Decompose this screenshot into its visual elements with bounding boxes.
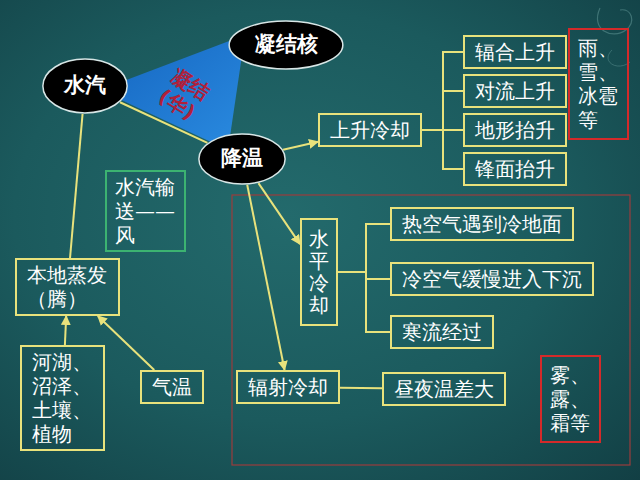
node-text: 辐射冷却 (248, 375, 328, 399)
process-box: 辐合上升 (463, 35, 567, 69)
process-box: 对流上升 (463, 74, 567, 108)
connector (98, 316, 154, 370)
node-text: 热空气遇到冷地面 (402, 212, 562, 236)
connector (283, 142, 318, 150)
connector (70, 114, 83, 258)
process-box: 地形抬升 (463, 113, 567, 147)
node-text: 辐合上升 (475, 40, 555, 64)
node-text: 锋面抬升 (475, 157, 555, 181)
ellipse-shape (43, 59, 127, 113)
node-text: 昼夜温差大 (394, 377, 494, 401)
node-text: 降温 (221, 146, 263, 171)
connector (422, 91, 463, 130)
connector (247, 185, 284, 370)
ellipse-shape (229, 21, 343, 69)
condition-box: 热空气遇到冷地面 (390, 207, 574, 241)
process-box: 锋面抬升 (463, 152, 567, 186)
process-box: 水平冷却 (300, 218, 338, 326)
connector (65, 316, 66, 345)
connector (340, 387, 382, 390)
concept-ellipse: 降温 (198, 133, 286, 185)
node-text: 地形抬升 (475, 118, 555, 142)
concept-ellipse: 水汽 (42, 58, 128, 114)
node-text: 水汽 (64, 73, 106, 98)
result-box: 雨、雪、冰雹等 (568, 28, 629, 140)
triangle-shape (100, 35, 245, 150)
condition-box: 昼夜温差大 (382, 372, 506, 406)
source-box: 河湖、沼泽、土壤、植物 (20, 345, 105, 451)
node-text: 寒流经过 (402, 320, 482, 344)
node-text: 水平冷却 (309, 228, 329, 316)
node-text: 冷空气缓慢进入下沉 (402, 267, 582, 291)
transport-box: 水汽输送——风 (105, 170, 186, 252)
node-text: 雾、露、霜等 (550, 363, 591, 435)
factor-box: 气温 (140, 370, 204, 404)
process-box: 辐射冷却 (236, 370, 340, 404)
connector (338, 272, 390, 332)
node-text: 本地蒸发（腾） (27, 263, 108, 311)
concept-ellipse: 凝结核 (228, 20, 344, 70)
connector (338, 224, 390, 272)
node-text: 对流上升 (475, 79, 555, 103)
condition-box: 寒流经过 (390, 315, 494, 349)
node-text: 水汽输送——风 (115, 175, 176, 247)
connector (258, 183, 300, 244)
node-text: 雨、雪、冰雹等 (578, 36, 619, 132)
condition-box: 冷空气缓慢进入下沉 (390, 262, 594, 296)
process-box: 上升冷却 (318, 113, 422, 147)
node-text: 凝结核 (255, 32, 318, 57)
corner-swirl (597, 8, 631, 34)
process-box: 本地蒸发（腾） (15, 258, 120, 316)
connector (422, 130, 463, 169)
node-text: 气温 (152, 375, 192, 399)
connector (338, 272, 390, 279)
region-frame (232, 195, 630, 465)
connector (422, 52, 463, 130)
node-text: 上升冷却 (330, 118, 410, 142)
node-text: 河湖、沼泽、土壤、植物 (32, 350, 93, 446)
result-box: 雾、露、霜等 (540, 355, 601, 443)
ellipse-shape (199, 134, 285, 184)
